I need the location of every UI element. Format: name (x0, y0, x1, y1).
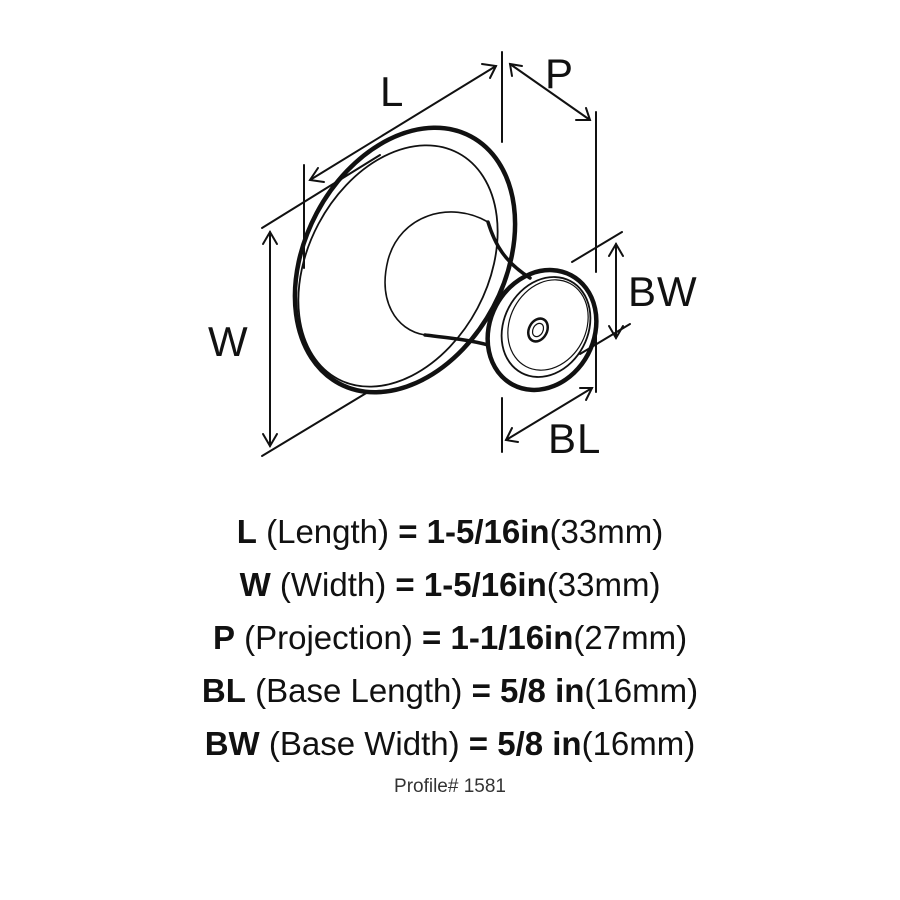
dimension-P (508, 62, 597, 273)
spec-row-length: L (Length) = 1-5/16in(33mm) (0, 505, 900, 558)
knob-neck (423, 220, 532, 347)
spec-eq: = (398, 513, 418, 550)
knob-head (292, 125, 518, 395)
spec-eq: = (468, 725, 489, 762)
dimension-L (261, 51, 503, 269)
spec-mm: (16mm) (584, 672, 699, 709)
spec-abbr: P (212, 619, 235, 656)
spec-abbr: W (239, 566, 271, 603)
dimension-BL (501, 387, 594, 453)
spec-row-base-width: BW (Base Width) = 5/8 in(16mm) (0, 717, 900, 770)
spec-value: 1-1/16in (450, 619, 574, 656)
label-BL: BL (548, 415, 602, 462)
spec-name: (Length) (266, 513, 390, 550)
spec-value: 5/8 in (497, 725, 582, 762)
knob-base (485, 267, 599, 393)
profile-number: Profile# 1581 (394, 776, 506, 797)
spec-row-projection: P (Projection) = 1-1/16in(27mm) (0, 611, 900, 664)
spec-eq: = (395, 566, 415, 603)
label-P: P (545, 50, 575, 97)
spec-name: (Base Width) (268, 725, 460, 762)
spec-name: (Width) (279, 566, 387, 603)
spec-mm: (33mm) (546, 566, 661, 603)
spec-mm: (16mm) (581, 725, 696, 762)
spec-value: 5/8 in (500, 672, 585, 709)
spec-value: 1-5/16in (423, 566, 547, 603)
spec-row-width: W (Width) = 1-5/16in(33mm) (0, 558, 900, 611)
label-L: L (380, 68, 405, 115)
spec-mm: (33mm) (549, 513, 664, 550)
dimension-BW (571, 231, 631, 393)
spec-abbr: BL (201, 672, 246, 709)
spec-eq: = (471, 672, 491, 709)
spec-abbr: L (236, 513, 257, 550)
spec-name: (Base Length) (255, 672, 463, 709)
spec-value: 1-5/16in (426, 513, 550, 550)
label-W: W (208, 318, 249, 365)
label-BW: BW (628, 268, 698, 315)
spec-name: (Projection) (244, 619, 413, 656)
spec-eq: = (422, 619, 442, 656)
spec-row-base-length: BL (Base Length) = 5/8 in(16mm) (0, 664, 900, 717)
specifications-list: L (Length) = 1-5/16in(33mm) W (Width) = … (0, 505, 900, 770)
dimension-W (261, 230, 369, 457)
knob-dimension-drawing (261, 51, 631, 457)
spec-mm: (27mm) (573, 619, 688, 656)
spec-abbr: BW (204, 725, 260, 762)
